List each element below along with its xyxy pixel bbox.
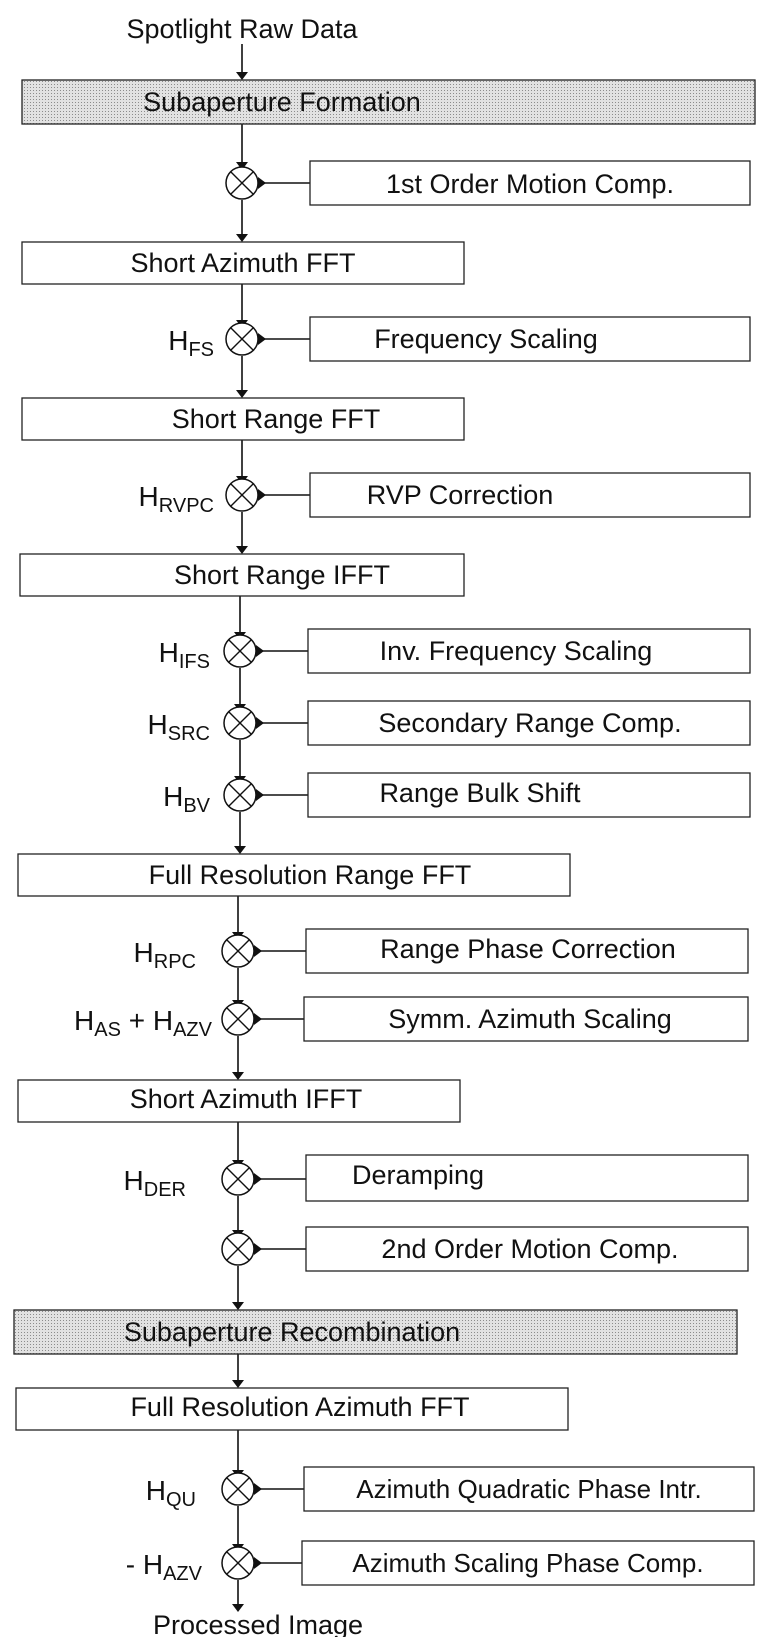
multiplier-icon — [225, 478, 259, 512]
stage-symm-azimuth-scaling: Symm. Azimuth Scaling HAS + HAZV — [74, 996, 749, 1042]
side-block-label: Azimuth Quadratic Phase Intr. — [356, 1474, 701, 1504]
filter-label-hqu: HQU — [146, 1475, 196, 1511]
multiplier-icon — [225, 322, 259, 356]
multiplier-icon — [221, 1472, 255, 1506]
block-subaperture-recombination: Subaperture Recombination — [13, 1309, 738, 1355]
stage-rvp-correction: RVP Correction HRVPC — [139, 472, 751, 518]
side-block-label: Deramping — [352, 1160, 484, 1190]
side-block-label: Range Phase Correction — [380, 934, 676, 964]
block-short-azimuth-ifft: Short Azimuth IFFT — [17, 1079, 461, 1123]
filter-label-neg-hazv: - HAZV — [126, 1549, 203, 1585]
side-block-label: Azimuth Scaling Phase Comp. — [352, 1548, 703, 1578]
side-block-label: Symm. Azimuth Scaling — [388, 1004, 672, 1034]
block-label: Subaperture Recombination — [124, 1317, 460, 1347]
block-label: Short Range FFT — [172, 404, 381, 434]
side-block-label: Frequency Scaling — [374, 324, 598, 354]
side-block-label: 2nd Order Motion Comp. — [381, 1234, 678, 1264]
stage-secondary-range-comp: Secondary Range Comp. HSRC — [148, 700, 751, 746]
multiplier-icon — [221, 1162, 255, 1196]
block-short-range-fft: Short Range FFT — [21, 397, 465, 441]
filter-label-hrvpc: HRVPC — [139, 481, 214, 517]
filter-label-hsrc: HSRC — [148, 709, 210, 745]
multiplier-icon — [223, 706, 257, 740]
filter-label-has-hazv: HAS + HAZV — [74, 1005, 213, 1041]
stage-first-order-mocomp: 1st Order Motion Comp. — [225, 160, 751, 206]
multiplier-icon — [221, 934, 255, 968]
multiplier-icon — [221, 1232, 255, 1266]
block-label: Full Resolution Azimuth FFT — [130, 1392, 469, 1422]
stage-azimuth-quadratic-phase: Azimuth Quadratic Phase Intr. HQU — [146, 1466, 755, 1512]
block-short-azimuth-fft: Short Azimuth FFT — [21, 241, 465, 285]
filter-label-hrpc: HRPC — [134, 937, 196, 973]
block-label: Full Resolution Range FFT — [149, 860, 472, 890]
block-short-range-ifft: Short Range IFFT — [19, 553, 465, 597]
block-full-resolution-range-fft: Full Resolution Range FFT — [17, 853, 571, 897]
multiplier-icon — [223, 778, 257, 812]
side-block-label: Range Bulk Shift — [379, 778, 581, 808]
block-full-resolution-azimuth-fft: Full Resolution Azimuth FFT — [15, 1387, 569, 1431]
stage-range-bulk-shift: Range Bulk Shift HBV — [163, 772, 751, 818]
side-block-label: RVP Correction — [367, 480, 554, 510]
stage-azimuth-scaling-phase-comp: Azimuth Scaling Phase Comp. - HAZV — [126, 1540, 755, 1586]
multiplier-icon — [221, 1002, 255, 1036]
block-label: Subaperture Formation — [143, 87, 421, 117]
block-label: Short Azimuth FFT — [130, 248, 355, 278]
filter-label-hfs: HFS — [168, 325, 214, 361]
block-subaperture-formation: Subaperture Formation — [21, 79, 756, 125]
stage-deramping: Deramping HDER — [124, 1154, 749, 1202]
stage-second-order-mocomp: 2nd Order Motion Comp. — [221, 1226, 749, 1272]
output-label: Processed Image — [153, 1610, 363, 1637]
side-block-label: Inv. Frequency Scaling — [380, 636, 653, 666]
stage-inv-frequency-scaling: Inv. Frequency Scaling HIFS — [159, 628, 751, 674]
filter-label-hifs: HIFS — [159, 637, 210, 673]
signal-flow-lines — [237, 44, 243, 1606]
filter-label-hbv: HBV — [163, 781, 211, 817]
stage-range-phase-correction: Range Phase Correction HRPC — [134, 928, 749, 974]
block-label: Short Azimuth IFFT — [130, 1084, 363, 1114]
multiplier-icon — [223, 634, 257, 668]
multiplier-icon — [221, 1546, 255, 1580]
stage-frequency-scaling: Frequency Scaling HFS — [168, 316, 751, 362]
side-block-label: Secondary Range Comp. — [378, 708, 681, 738]
side-block-label: 1st Order Motion Comp. — [386, 169, 674, 199]
multiplier-icon — [225, 166, 259, 200]
input-label: Spotlight Raw Data — [126, 14, 358, 44]
filter-label-hder: HDER — [124, 1165, 186, 1201]
block-label: Short Range IFFT — [174, 560, 390, 590]
